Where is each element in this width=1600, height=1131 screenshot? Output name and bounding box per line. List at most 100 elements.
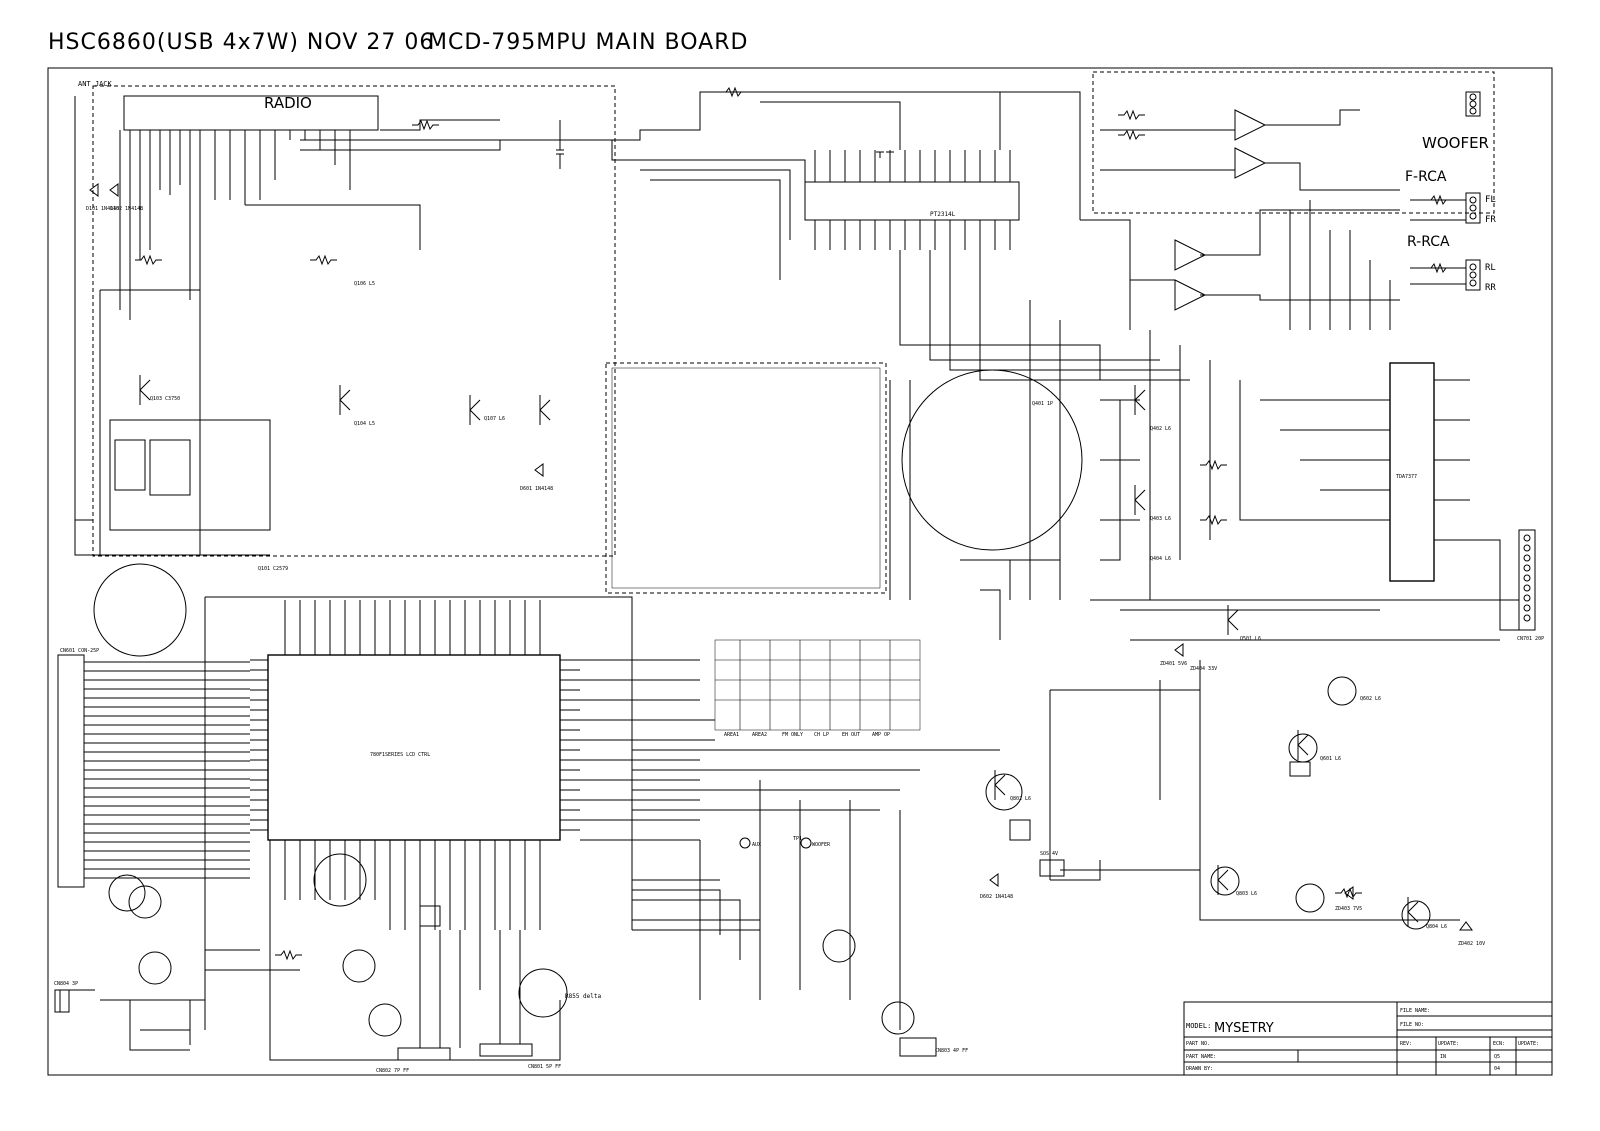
q-label-10: Q501 L6 xyxy=(1240,636,1261,642)
q-label-15: Q804 L6 xyxy=(1426,924,1447,930)
rev-value-3: 04 xyxy=(1494,1066,1500,1072)
zd-label-3: ZD403 7V5 xyxy=(1335,906,1362,912)
btn-fm-only: FM ONLY xyxy=(782,732,803,738)
q-label-5: Q107 L6 xyxy=(484,416,505,422)
wiring xyxy=(59,91,1519,1061)
delta-label: R855 delta xyxy=(565,993,602,1000)
rev-value-1: IN xyxy=(1440,1054,1446,1060)
amp-circle xyxy=(901,369,1083,551)
cn701-label: CN701 20P xyxy=(1517,636,1544,642)
ecn-label: ECN: xyxy=(1493,1041,1505,1047)
lcd-inner xyxy=(611,367,881,589)
opamp-2 xyxy=(1234,147,1267,179)
woofer-module-outline xyxy=(1092,71,1495,214)
power-ic-label: TDA7377 xyxy=(1396,474,1417,480)
cn803-label: CN803 4P FF xyxy=(935,1048,968,1054)
cn802-connector xyxy=(397,1047,451,1061)
radio-label: RADIO xyxy=(264,94,312,112)
ant-jack-label: ANT JACK xyxy=(78,80,113,88)
q-label-12: Q602 L6 xyxy=(1360,696,1381,702)
cn804-label: CN804 3P xyxy=(54,981,78,987)
q-label-11: Q601 L6 xyxy=(1320,756,1341,762)
zd-label-4: ZD404 33V xyxy=(1190,666,1217,672)
q-label-6: Q401 1P xyxy=(1032,401,1053,407)
tp-aux xyxy=(739,837,751,849)
d-label-1: D101 1N4148 xyxy=(86,206,119,212)
amp-ic-label: PT2314L xyxy=(930,211,956,218)
model-value: MYSETRY xyxy=(1214,1021,1274,1036)
drawn-label: DRAWN BY: xyxy=(1186,1066,1213,1072)
cn801-connector xyxy=(479,1043,533,1057)
update-label: UPDATE: xyxy=(1438,1041,1459,1047)
fr-label: FR xyxy=(1485,215,1496,225)
tp-aux-label: AUX xyxy=(752,842,761,848)
cn801-label: CN801 5P FF xyxy=(528,1064,561,1070)
btn-area2: AREA2 xyxy=(752,732,767,738)
cn803-connector xyxy=(899,1037,937,1057)
audio-processor-ic xyxy=(804,181,1020,221)
file-no-label: FILE NO: xyxy=(1400,1022,1424,1028)
cn601-connector xyxy=(57,654,85,888)
part-no-label: PART NO. xyxy=(1186,1041,1210,1047)
speaker-outline xyxy=(93,563,187,657)
cn804-connector xyxy=(54,989,70,1013)
rev-value-2: Q5 xyxy=(1494,1054,1500,1060)
front-rca-jack xyxy=(1465,192,1481,224)
d-label-2: D102 1N4148 xyxy=(110,206,143,212)
rr-label: RR xyxy=(1485,283,1496,293)
file-name-label: FILE NAME: xyxy=(1400,1008,1430,1014)
mcu-pins xyxy=(250,600,580,930)
button-switches xyxy=(714,639,921,731)
title-block xyxy=(1183,1001,1553,1076)
rev-label: REV: xyxy=(1400,1041,1412,1047)
q-label-7: Q402 L6 xyxy=(1150,426,1171,432)
btn-eh-out: EH OUT xyxy=(842,732,860,738)
zd-label-1: ZD401 5V6 xyxy=(1160,661,1187,667)
q-label-13: Q802 L6 xyxy=(1010,796,1031,802)
q-label-14: Q803 L6 xyxy=(1236,891,1257,897)
rear-rca-label: R-RCA xyxy=(1407,234,1450,250)
rear-rca-jack xyxy=(1465,259,1481,291)
q-label-4: Q106 L5 xyxy=(354,281,375,287)
model-label: MODEL: xyxy=(1186,1022,1211,1030)
opamp-1 xyxy=(1234,109,1267,141)
diodes xyxy=(89,183,1473,931)
d-label-4: D602 1N4148 xyxy=(980,894,1013,900)
power-amp-ic xyxy=(1389,362,1435,582)
q-label-9: Q404 L6 xyxy=(1150,556,1171,562)
cn802-label: CN802 7P FF xyxy=(376,1068,409,1074)
fl-label: FL xyxy=(1485,195,1496,205)
document-title: HSC6860(USB 4x7W) NOV 27 06 xyxy=(48,30,435,55)
tp-woofer-label: WOOFER xyxy=(812,842,831,848)
q-label-2: Q103 C3750 xyxy=(150,396,180,402)
crystal-circle xyxy=(313,853,367,907)
woofer-label: WOOFER xyxy=(1422,134,1489,152)
cn701-connector xyxy=(1518,529,1536,631)
components xyxy=(114,86,1452,961)
mcu-bus xyxy=(204,596,633,1030)
btn-ch-lp: CH LP xyxy=(814,732,829,738)
mcu-label: 780F1SERIES LCD CTRL xyxy=(370,752,430,758)
d-label-3: D601 1N4148 xyxy=(520,486,553,492)
opamp-4 xyxy=(1174,279,1207,311)
cn601-pins xyxy=(84,661,250,879)
part-name-label: PART NAME: xyxy=(1186,1054,1216,1060)
mcu-ic xyxy=(267,654,561,841)
radio-connector xyxy=(123,95,379,131)
radio-module-outline xyxy=(92,85,616,557)
tp1-label: TP1 xyxy=(793,836,802,842)
frame-border xyxy=(47,67,1553,1076)
cn601-label: CN601 CON-25P xyxy=(60,648,99,654)
front-rca-label: F-RCA xyxy=(1405,169,1447,185)
nand-label: SOS 4V xyxy=(1040,851,1058,857)
q-label-8: Q403 L6 xyxy=(1150,516,1171,522)
update-col-label: UPDATE: xyxy=(1518,1041,1539,1047)
rl-label: RL xyxy=(1485,263,1496,273)
woofer-jack xyxy=(1465,91,1481,117)
zd-label-2: ZD402 10V xyxy=(1458,941,1485,947)
q-label-1: Q101 C2579 xyxy=(258,566,288,572)
tp-woofer xyxy=(800,837,812,849)
btn-area1: AREA1 xyxy=(724,732,739,738)
